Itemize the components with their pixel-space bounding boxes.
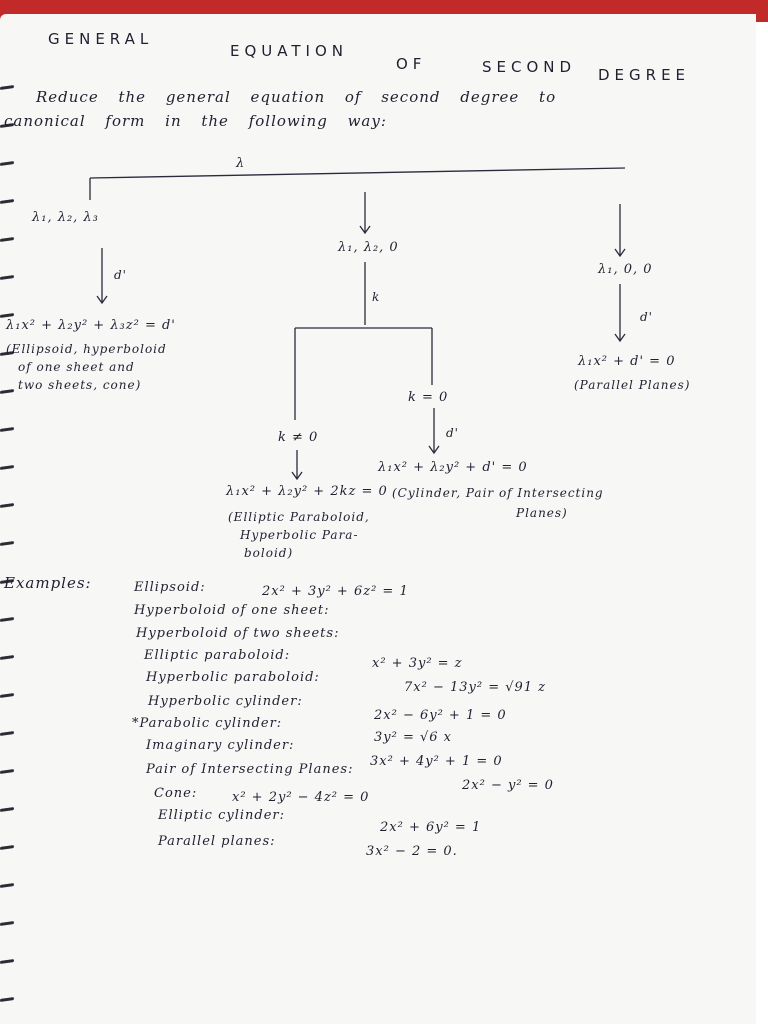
left-note-2: of one sheet and [18,360,135,374]
right-result-equation: λ₁x² + d' = 0 [578,354,676,369]
tree-root-lambda: λ [236,156,246,171]
k-zero-edge-label: d' [446,426,459,440]
example-name: Hyperboloid of one sheet: [134,603,330,618]
intro-line-2: canonical form in the following way: [4,112,387,130]
left-result-equation: λ₁x² + λ₂y² + λ₃z² = d' [6,318,176,333]
title-word-general: GENERAL [48,30,154,48]
example-name: Parallel planes: [158,834,276,849]
right-node-eigenvalues: λ₁, 0, 0 [598,262,653,277]
notebook-page [0,14,756,1024]
left-edge-label: d' [114,268,127,282]
left-note-1: (Ellipsoid, hyperboloid [6,342,167,356]
right-note: (Parallel Planes) [574,378,691,392]
title-word-of: OF [396,55,427,73]
k-nonzero-note-1: (Elliptic Paraboloid, [228,510,370,524]
example-equation: x² + 3y² = z [372,656,463,671]
example-name: Elliptic cylinder: [158,808,286,823]
example-equation: 7x² − 13y² = √91 z [404,680,547,695]
example-name: *Parabolic cylinder: [132,716,283,731]
example-equation: 3y² = √6 x [374,730,453,745]
examples-heading: Examples: [4,574,92,592]
intro-line-1: Reduce the general equation of second de… [36,88,557,106]
example-name: Cone: [154,786,198,801]
title-word-degree: DEGREE [598,66,691,84]
example-name: Hyperboloid of two sheets: [136,626,340,641]
title-word-second: SECOND [482,58,577,76]
example-equation: x² + 2y² − 4z² = 0 [232,790,370,805]
example-equation: 2x² − 6y² + 1 = 0 [374,708,507,723]
example-equation: 2x² + 6y² = 1 [380,820,482,835]
example-equation: 2x² + 3y² + 6z² = 1 [262,584,409,599]
k-zero-note-2: Planes) [516,506,568,520]
middle-edge-label: k [372,290,381,304]
left-note-3: two sheets, cone) [18,378,142,392]
middle-node-eigenvalues: λ₁, λ₂, 0 [338,240,399,255]
example-name: Hyperbolic cylinder: [148,694,303,709]
example-name: Hyperbolic paraboloid: [146,670,320,685]
k-zero-equation: λ₁x² + λ₂y² + d' = 0 [378,460,528,475]
k-zero-note-1: (Cylinder, Pair of Intersecting [392,486,604,500]
title-word-equation: EQUATION [230,42,348,60]
example-name: Ellipsoid: [134,580,206,595]
k-nonzero-label: k ≠ 0 [278,430,319,445]
k-nonzero-note-3: boloid) [244,546,294,560]
example-equation: 3x² − 2 = 0. [366,844,458,859]
k-zero-label: k = 0 [408,390,449,405]
example-name: Imaginary cylinder: [146,738,295,753]
example-name: Pair of Intersecting Planes: [146,762,354,777]
right-edge-label: d' [640,310,653,324]
k-nonzero-equation: λ₁x² + λ₂y² + 2kz = 0 [226,484,388,499]
left-node-eigenvalues: λ₁, λ₂, λ₃ [32,210,99,225]
example-equation: 3x² + 4y² + 1 = 0 [370,754,503,769]
k-nonzero-note-2: Hyperbolic Para- [240,528,359,542]
example-equation: 2x² − y² = 0 [462,778,554,793]
example-name: Elliptic paraboloid: [144,648,291,663]
